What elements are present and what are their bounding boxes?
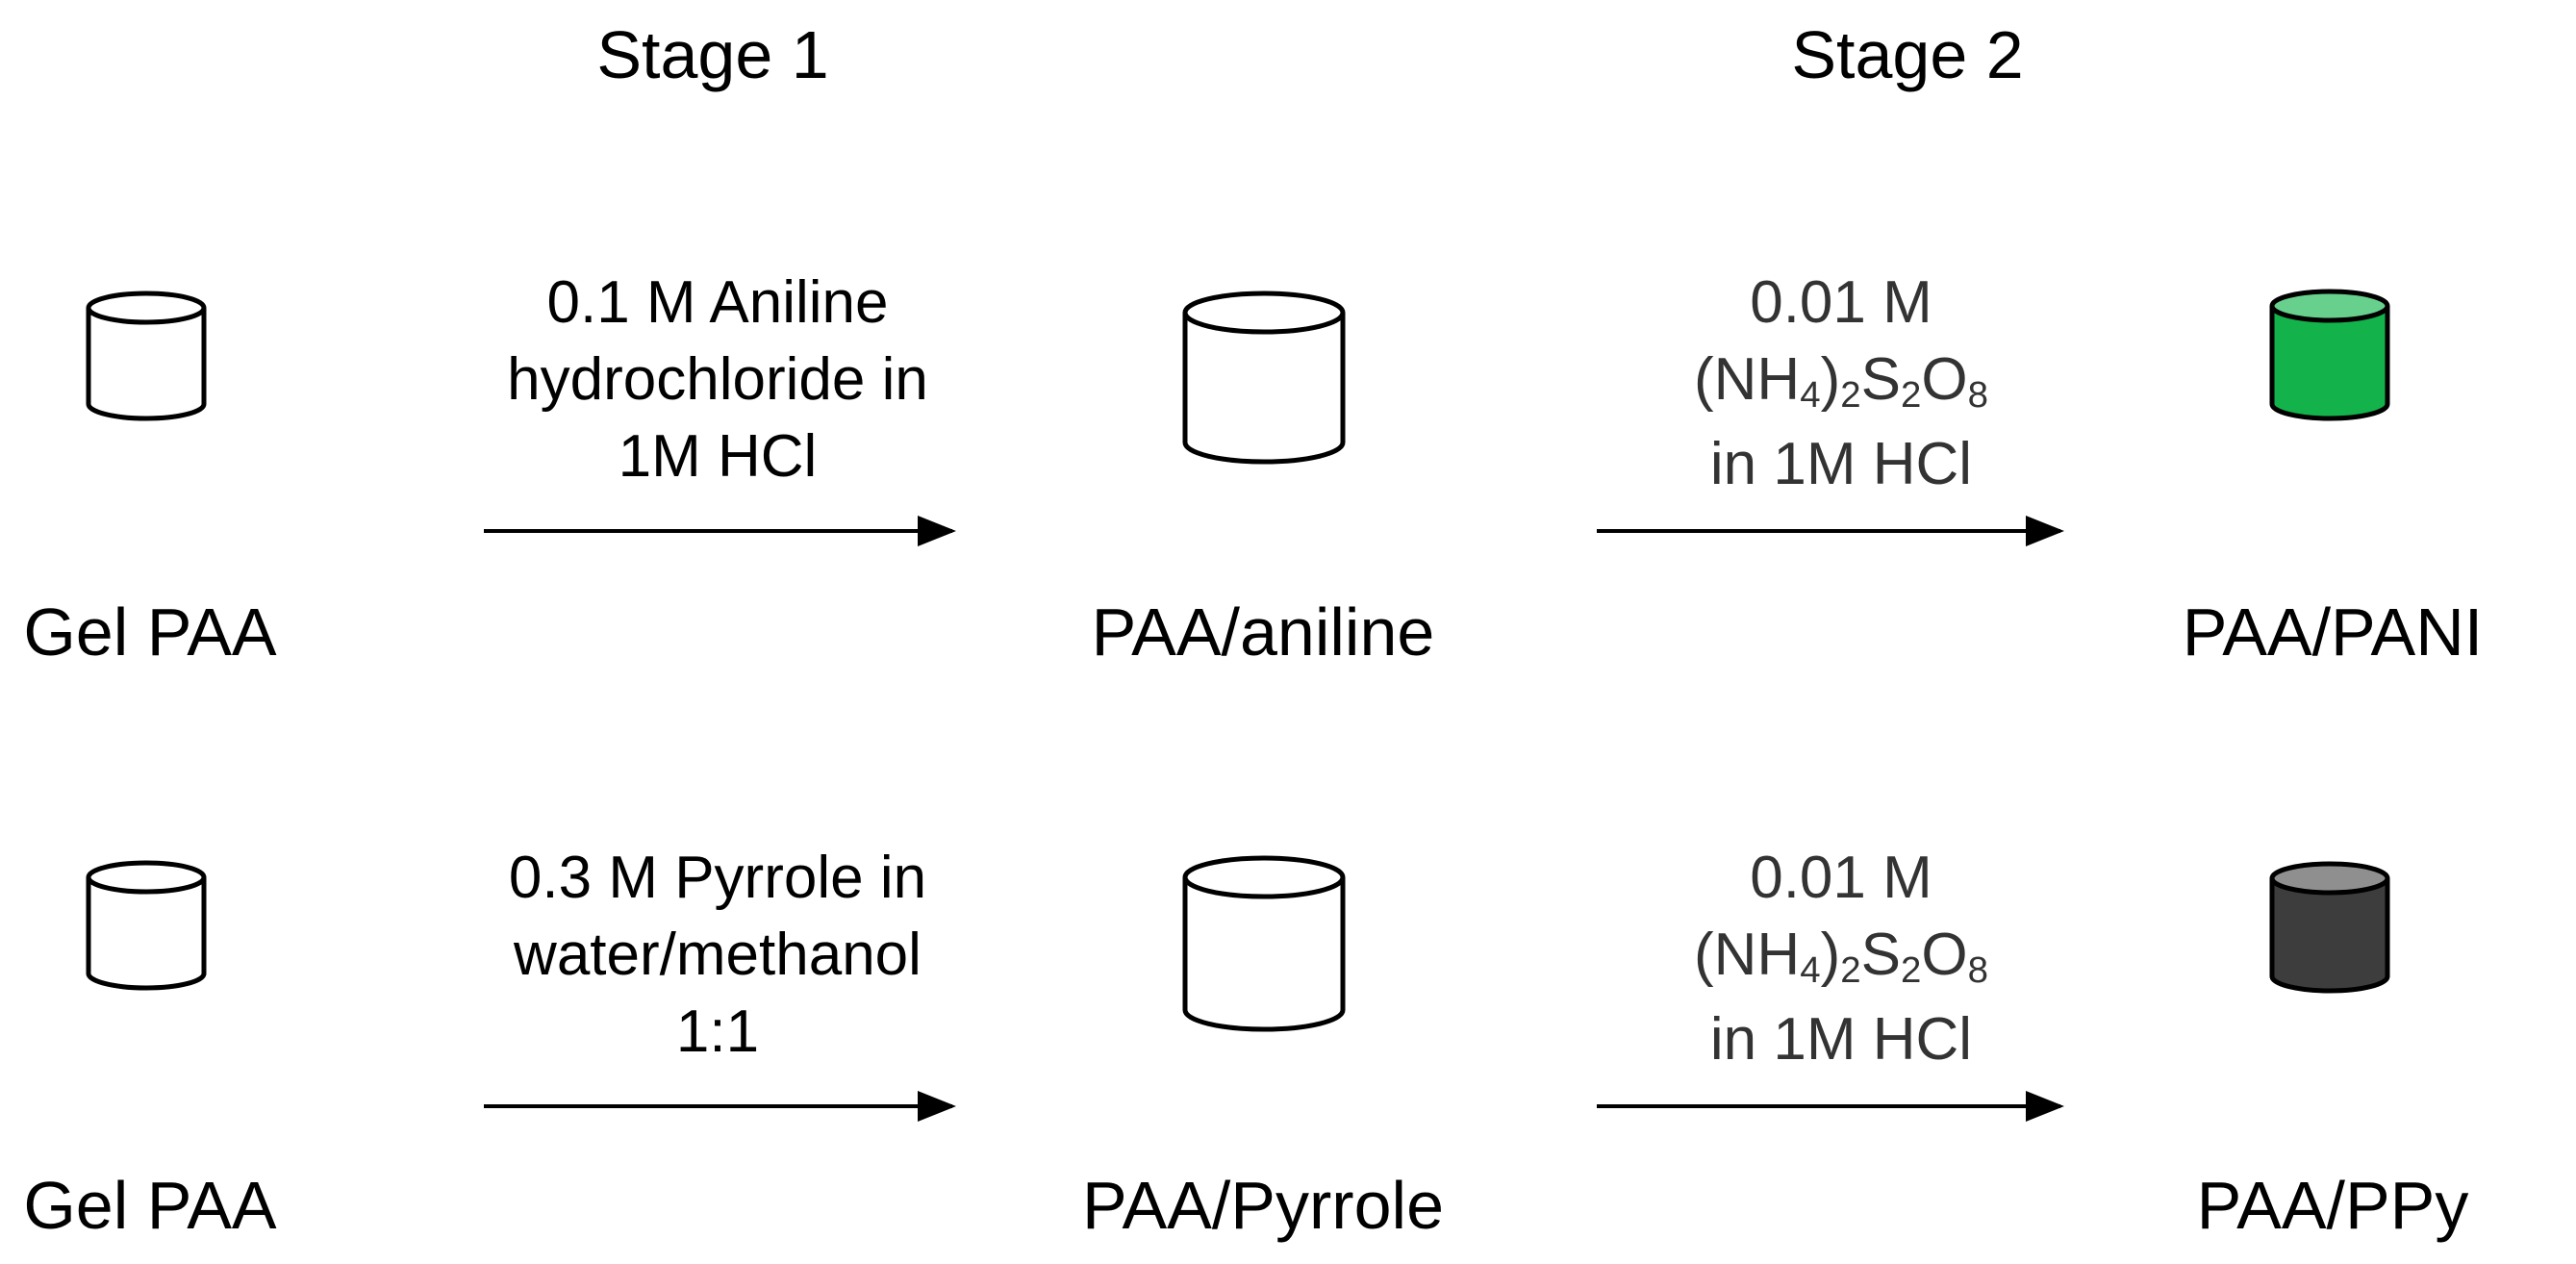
cylinder-paa-ppy — [2269, 861, 2390, 994]
cylinder-paa-aniline — [1182, 291, 1346, 465]
condition-line: 0.01 M — [1750, 845, 1932, 911]
cylinder-paa-pani — [2269, 289, 2390, 421]
label-paa-ppy: PAA/PPy — [2196, 1168, 2469, 1243]
cylinder-paa-pyrrole — [1182, 855, 1346, 1032]
condition-line: in 1M HCl — [1709, 431, 1973, 497]
condition-line: hydrochloride in — [507, 346, 928, 413]
condition-line: 0.1 M Aniline — [546, 269, 889, 336]
condition-line: 0.3 M Pyrrole in — [508, 845, 927, 911]
cylinder-gel-paa-row1 — [86, 291, 207, 421]
condition-line: water/methanol — [514, 922, 922, 988]
condition-stage2-row2: 0.01 M (NH4)2S2O8 in 1M HCl — [1553, 840, 2130, 1078]
stage-1-header: Stage 1 — [596, 17, 829, 92]
oxidant-formula: (NH4)2S2O8 — [1694, 922, 1988, 991]
label-paa-pyrrole: PAA/Pyrrole — [1081, 1168, 1445, 1243]
label-paa-pani: PAA/PANI — [2182, 594, 2484, 670]
cylinder-gel-paa-row2 — [86, 860, 207, 991]
condition-stage2-row1: 0.01 M (NH4)2S2O8 in 1M HCl — [1553, 265, 2130, 503]
condition-stage1-row1: 0.1 M Aniline hydrochloride in 1M HCl — [429, 265, 1006, 495]
condition-line: 0.01 M — [1750, 269, 1932, 336]
condition-stage1-row2: 0.3 M Pyrrole in water/methanol 1:1 — [429, 840, 1006, 1071]
label-paa-aniline: PAA/aniline — [1091, 594, 1435, 670]
condition-line: in 1M HCl — [1709, 1006, 1973, 1073]
stage-2-header: Stage 2 — [1791, 17, 2024, 92]
label-gel-paa-row2: Gel PAA — [23, 1168, 277, 1243]
oxidant-formula: (NH4)2S2O8 — [1694, 346, 1988, 416]
label-gel-paa-row1: Gel PAA — [23, 594, 277, 670]
condition-line: 1M HCl — [618, 423, 818, 490]
condition-line: 1:1 — [675, 999, 760, 1065]
